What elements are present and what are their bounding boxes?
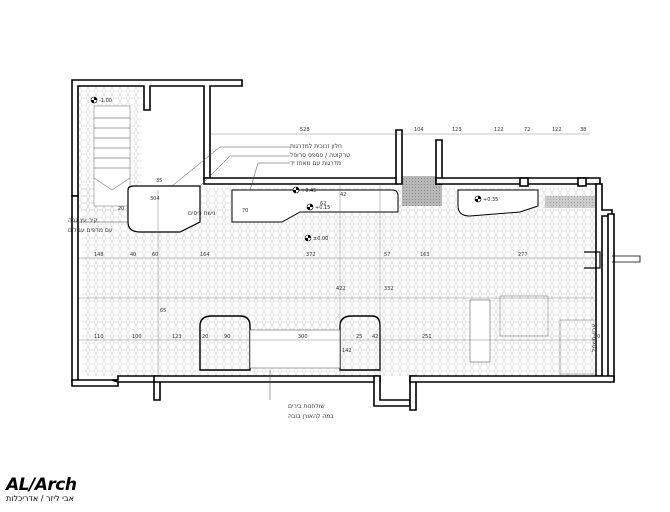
note-shelves: עם מדפים עגולים xyxy=(68,227,113,234)
dim-bot-6: 25 xyxy=(356,334,362,340)
dim-mid-7: 277 xyxy=(518,252,528,258)
note-electric: ארון חשמל xyxy=(591,324,598,352)
dimensions-top: 528 104 123 122 72 122 38 xyxy=(300,127,586,133)
dim-top-2: 123 xyxy=(452,127,462,133)
dim-top-3: 122 xyxy=(494,127,504,133)
dim-top-4: 72 xyxy=(524,127,530,133)
dim-bot-0: 110 xyxy=(94,334,104,340)
level-1: +0.45 xyxy=(301,188,316,194)
dim-misc-4: 332 xyxy=(384,286,394,292)
dim-bot-9: 50 xyxy=(594,334,600,340)
logo-subtitle: אבי ליזר / אדריכלות xyxy=(6,494,74,503)
dim-mid-3: 164 xyxy=(200,252,210,258)
dim-bot-4: 90 xyxy=(224,334,230,340)
level-2: +0.15 xyxy=(315,205,330,211)
dim-top-0: 528 xyxy=(300,127,310,133)
dim-bot-3: 20 xyxy=(202,334,208,340)
annotations: חלון זכוכית למדרגות טרקוטה / פספס סרופל … xyxy=(68,143,598,420)
note-stage: במה להאורן בובה xyxy=(288,413,334,420)
dim-misc-0: 304 xyxy=(150,196,160,202)
dimensions-mid: 148 40 60 164 372 57 163 277 xyxy=(94,252,528,258)
note-terracotta: טרקוטה / פספס סרופל xyxy=(290,152,350,159)
dim-mid-1: 40 xyxy=(130,252,136,258)
dim-misc-5: 142 xyxy=(342,348,352,354)
dim-misc-7: 20 xyxy=(118,206,124,212)
dimensions-bottom: 110 100 123 20 90 300 25 42 251 50 xyxy=(94,334,600,340)
dim-misc-1: 62 xyxy=(320,201,326,207)
dim-mid-2: 60 xyxy=(152,252,158,258)
level-markers: -1.00 +0.45 +0.15 ±0.00 +0.35 xyxy=(90,96,498,242)
dim-top-6: 38 xyxy=(580,127,586,133)
dim-misc-8: 70 xyxy=(242,208,248,214)
level-3: ±0.00 xyxy=(313,236,328,242)
dim-misc-2: 42 xyxy=(340,192,346,198)
dim-bot-2: 123 xyxy=(172,334,182,340)
note-wood-wall: קיר עץ גבה xyxy=(68,217,98,224)
dimension-lines xyxy=(78,133,596,376)
dim-top-1: 104 xyxy=(414,127,424,133)
platforms xyxy=(127,185,641,375)
dim-mid-6: 163 xyxy=(420,252,430,258)
stair-well xyxy=(78,84,142,212)
leader-lines xyxy=(70,146,290,400)
level-0: -1.00 xyxy=(99,98,112,104)
dim-misc-3: 422 xyxy=(336,286,346,292)
dim-bot-7: 42 xyxy=(372,334,378,340)
dim-mid-4: 372 xyxy=(306,252,316,258)
dim-top-5: 122 xyxy=(552,127,562,133)
dim-mid-0: 148 xyxy=(94,252,104,258)
level-4: +0.35 xyxy=(483,197,498,203)
dim-misc-6: 65 xyxy=(160,308,166,314)
logo-mark: AL/Arch xyxy=(6,475,77,495)
dim-misc-9: 35 xyxy=(156,178,162,184)
dim-mid-5: 57 xyxy=(384,252,390,258)
dim-bot-8: 251 xyxy=(422,334,432,340)
note-stairs: מדרגות עם מאחז יד xyxy=(290,160,341,167)
note-tables: שולחנות בירים xyxy=(288,403,325,410)
dimensions-misc: 304 62 42 422 332 142 65 20 70 35 xyxy=(118,178,394,354)
walls xyxy=(71,79,615,411)
note-window: חלון זכוכית למדרגות xyxy=(290,143,342,150)
dim-bot-5: 300 xyxy=(298,334,308,340)
note-niche: נישת כיסים xyxy=(188,210,216,217)
logo: AL/Arch אבי ליזר / אדריכלות xyxy=(6,475,77,504)
dim-bot-1: 100 xyxy=(132,334,142,340)
